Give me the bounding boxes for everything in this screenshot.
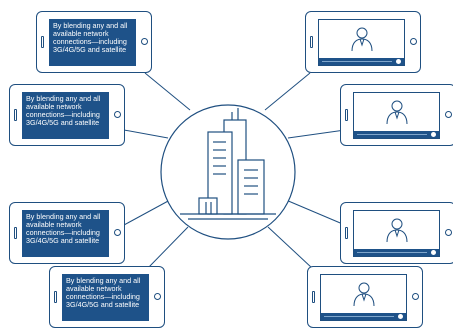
speaker-icon (345, 109, 348, 121)
video-progress-bar (319, 58, 404, 65)
person-icon (386, 100, 408, 124)
speaker-icon (14, 227, 17, 239)
speaker-icon (345, 227, 348, 239)
home-button-icon (154, 293, 161, 300)
home-button-icon (412, 293, 419, 300)
home-button-icon (445, 229, 452, 236)
device-screen: By blending any and all available networ… (22, 92, 109, 139)
video-progress-bar (354, 249, 439, 256)
person-icon (353, 282, 375, 306)
home-button-icon (445, 111, 452, 118)
speaker-icon (41, 36, 44, 48)
home-button-icon (410, 38, 417, 45)
device-video-3 (340, 202, 453, 264)
home-button-icon (114, 229, 121, 236)
hub-circle (160, 104, 296, 240)
person-icon (386, 218, 408, 242)
speaker-icon (310, 36, 313, 48)
speaker-icon (14, 109, 17, 121)
city-buildings-icon (180, 108, 276, 220)
device-video-4 (307, 266, 423, 328)
video-progress-bar (321, 313, 406, 320)
speaker-icon (312, 291, 315, 303)
video-progress-bar (354, 131, 439, 138)
video-screen (320, 274, 407, 321)
device-screen: By blending any and all available networ… (62, 274, 149, 321)
video-screen (318, 19, 405, 66)
video-screen (353, 92, 440, 139)
device-screen: By blending any and all available networ… (49, 19, 136, 66)
device-text-4: By blending any and all available networ… (49, 266, 165, 328)
device-text-1: By blending any and all available networ… (36, 11, 152, 73)
speaker-icon (54, 291, 57, 303)
home-button-icon (141, 38, 148, 45)
person-icon (351, 27, 373, 51)
video-screen (353, 210, 440, 257)
device-text-2: By blending any and all available networ… (9, 84, 125, 146)
device-screen: By blending any and all available networ… (22, 210, 109, 257)
device-text-3: By blending any and all available networ… (9, 202, 125, 264)
home-button-icon (114, 111, 121, 118)
device-video-2 (340, 84, 453, 146)
device-video-1 (305, 11, 421, 73)
